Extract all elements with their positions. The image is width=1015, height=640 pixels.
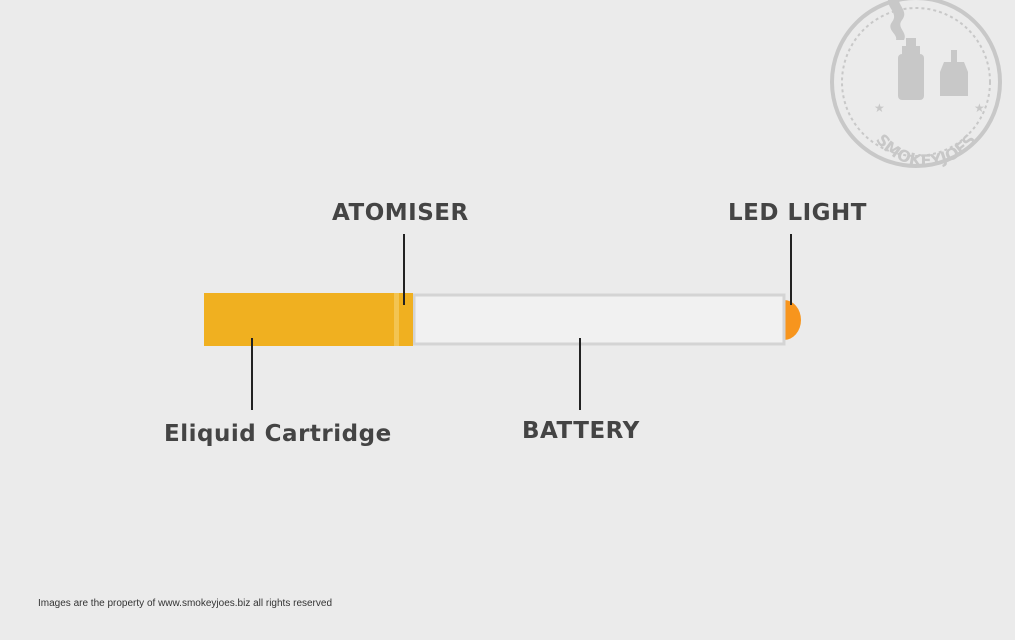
atomiser-body	[399, 293, 413, 346]
battery-body	[412, 293, 786, 346]
eliquid-cartridge-body	[204, 293, 394, 346]
eliquid-cartridge-label: Eliquid Cartridge	[164, 421, 392, 447]
atomiser-ring	[394, 293, 399, 346]
svg-text:★: ★	[974, 101, 985, 115]
led-light-label: LED LIGHT	[728, 200, 867, 226]
svg-text:★: ★	[874, 101, 885, 115]
led-light-tip	[784, 300, 801, 340]
smokeyjoes-logo-stamp: ★ ★ SMOKEYJOES	[830, 0, 1002, 170]
eliquid-bottles-smoke-icon	[888, 0, 968, 100]
battery-label: BATTERY	[522, 418, 640, 444]
copyright-footer: Images are the property of www.smokeyjoe…	[38, 598, 333, 609]
atomiser-label: ATOMISER	[332, 200, 469, 226]
logo-text: SMOKEYJOES	[872, 130, 980, 170]
